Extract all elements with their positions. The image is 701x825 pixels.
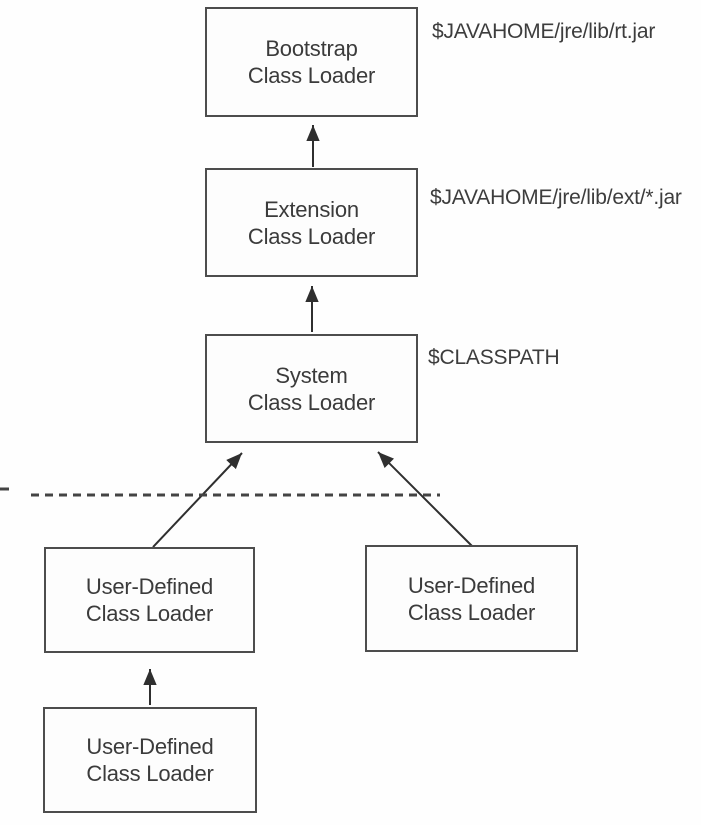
delegation-boundary-dashed-line	[0, 487, 440, 497]
box-label-line1: User-Defined	[86, 734, 214, 759]
box-label-line1: Bootstrap	[265, 36, 358, 61]
bootstrap-classpath-annotation: $JAVAHOME/jre/lib/rt.jar	[432, 20, 656, 43]
box-label-line1: User-Defined	[85, 574, 214, 599]
box-label-line1: User-Defined	[407, 572, 536, 598]
box-label-line2: Class Loader	[247, 63, 376, 88]
arrow-user-left-to-system-icon	[152, 452, 243, 548]
box-label-line2: Class Loader	[86, 761, 214, 786]
bootstrap-class-loader-box: Bootstrap Class Loader	[205, 7, 418, 117]
box-label-line2: Class Loader	[85, 601, 214, 626]
box-label-line2: Class Loader	[407, 599, 536, 625]
system-classpath-annotation: $CLASSPATH	[428, 346, 560, 369]
extension-class-loader-box: Extension Class Loader	[205, 168, 418, 277]
user-defined-class-loader-left-box: User-Defined Class Loader	[44, 547, 255, 653]
extension-classpath-annotation: $JAVAHOME/jre/lib/ext/*.jar	[430, 186, 682, 209]
arrow-user-right-to-system-icon	[377, 451, 474, 548]
box-label-line1: System	[275, 362, 348, 388]
box-label-line1: Extension	[264, 196, 359, 222]
box-label-line2: Class Loader	[247, 389, 376, 415]
user-defined-class-loader-bottom-box: User-Defined Class Loader	[43, 707, 257, 813]
box-label-line2: Class Loader	[247, 223, 376, 249]
system-class-loader-box: System Class Loader	[205, 334, 418, 443]
user-defined-class-loader-right-box: User-Defined Class Loader	[365, 545, 578, 652]
